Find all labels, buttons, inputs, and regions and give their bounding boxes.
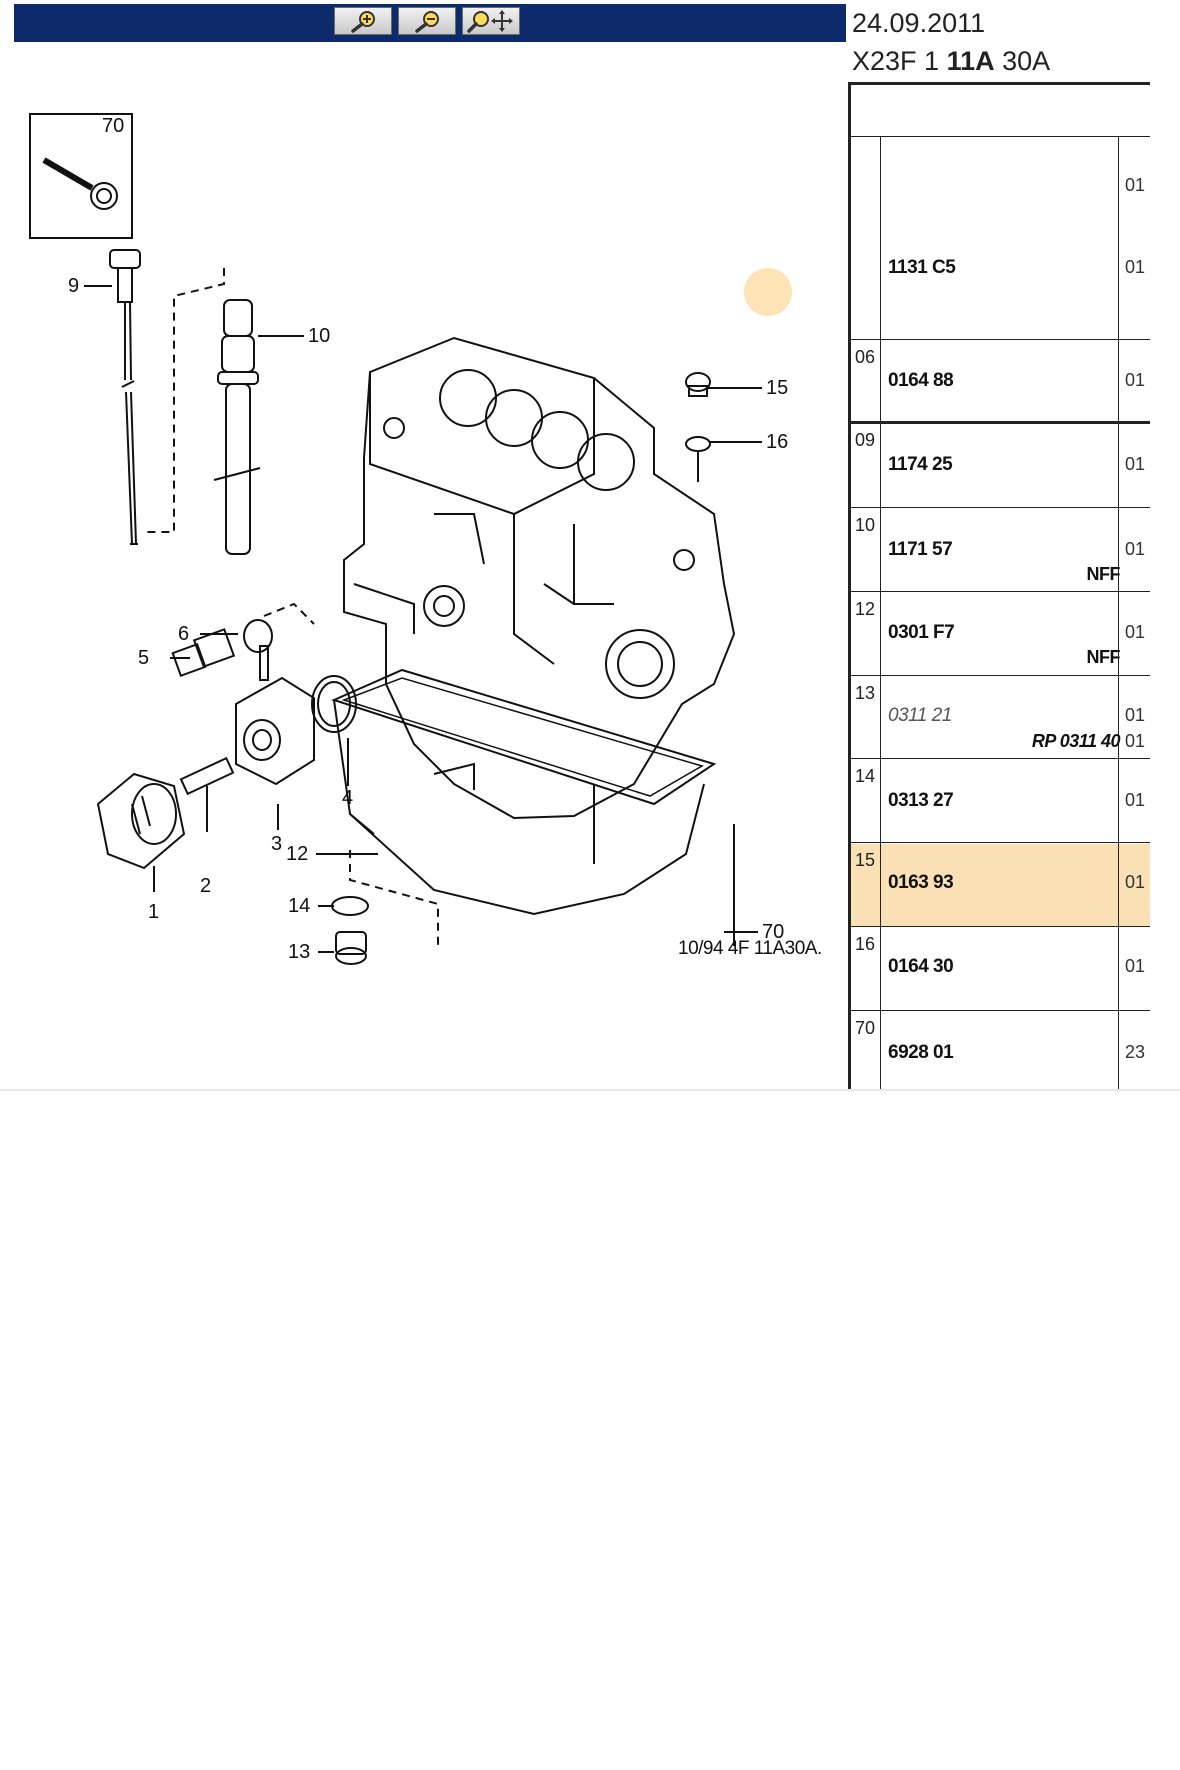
row-qty: 23: [1125, 1042, 1146, 1062]
callout-13: 13: [288, 941, 310, 963]
catalog-date: 24.09.2011: [852, 8, 986, 38]
row-ref: 15: [855, 850, 876, 870]
row-ref: 13: [855, 683, 876, 703]
row-ref: 12: [855, 599, 876, 619]
zoom-out-icon: [415, 11, 439, 33]
row-qty: 01: [1125, 370, 1146, 390]
dipstick: [109, 249, 141, 545]
row-qty: 01: [1125, 622, 1146, 642]
callout-4: 4: [342, 787, 353, 809]
row-qty: 01: [1125, 872, 1146, 892]
row-note: RP 0311 40: [1031, 731, 1121, 751]
oil-filter: [96, 772, 186, 870]
callout-14: 14: [288, 895, 310, 917]
row-qty: 01: [1125, 790, 1146, 810]
parts-list-pane: 24.09.2011 X23F 1 11A 30A 1131 C5 01 01 …: [848, 0, 1150, 1090]
cursor-marker: [744, 268, 792, 316]
code-prefix: X23F 1: [852, 46, 947, 76]
row-part-number[interactable]: 1131 C5: [888, 257, 956, 278]
row-ref: 06: [855, 347, 876, 367]
plug-15: [685, 372, 711, 482]
row-part-number[interactable]: 0313 27: [888, 790, 954, 811]
row-note: NFF: [1086, 647, 1121, 667]
code-bold: 11A: [946, 46, 995, 76]
callout-9: 9: [68, 275, 79, 297]
row-ref: 14: [855, 766, 876, 786]
drain-plug: [331, 896, 369, 965]
row-qty: 01: [1125, 705, 1146, 725]
code-suffix: 30A: [994, 46, 1051, 76]
callout-3: 3: [271, 833, 282, 855]
table-row[interactable]: 16 0164 30 01: [851, 928, 1150, 1011]
row-qty-2: 01: [1125, 257, 1146, 277]
table-row[interactable]: 09 1174 25 01: [851, 424, 1150, 508]
row-qty-2: 01: [1125, 731, 1146, 751]
table-row[interactable]: 14 0313 27 01: [851, 760, 1150, 843]
row-part-number[interactable]: 0164 30: [888, 956, 954, 977]
zoom-pan-button[interactable]: [462, 7, 520, 35]
row-part-number[interactable]: 0164 88: [888, 370, 954, 391]
table-row[interactable]: 12 0301 F7 01 NFF: [851, 593, 1150, 676]
callout-labels: 70 9 10 15 16 6 5 4 3 2 1 12 14 13 70: [68, 115, 788, 963]
catalog-code: X23F 1 11A 30A: [852, 46, 1050, 77]
ref-column-divider: [880, 136, 881, 1090]
callout-6: 6: [178, 623, 189, 645]
row-note: NFF: [1086, 564, 1121, 584]
callout-5: 5: [138, 647, 149, 669]
row-part-number[interactable]: 1171 57: [888, 539, 953, 560]
row-part-number[interactable]: 0311 21: [888, 705, 952, 726]
row-ref: 09: [855, 430, 876, 450]
row-part-number[interactable]: 6928 01: [888, 1042, 954, 1063]
callout-70: 70: [762, 921, 784, 943]
table-row[interactable]: 1131 C5 01 01: [851, 137, 1150, 340]
engine-block: [343, 336, 736, 820]
callout-70-inset: 70: [102, 115, 124, 137]
callout-10: 10: [308, 325, 330, 347]
table-row[interactable]: 70 6928 01 23: [851, 1012, 1150, 1090]
parts-catalog-window: 70 9 10 15 16 6 5 4 3 2 1 12 14 13 70 10…: [0, 0, 1150, 1090]
row-ref: 10: [855, 515, 876, 535]
callout-16: 16: [766, 431, 788, 453]
zoom-in-button[interactable]: [334, 7, 392, 35]
zoom-in-icon: [351, 11, 375, 33]
table-row[interactable]: 06 0164 88 01: [851, 341, 1150, 424]
header-divider: [848, 82, 1150, 85]
table-row-selected[interactable]: 15 0163 93 01: [851, 844, 1150, 927]
union-bolt: [179, 756, 235, 796]
diagram-pane: 70 9 10 15 16 6 5 4 3 2 1 12 14 13 70 10…: [0, 0, 846, 1090]
row-qty: 01: [1125, 175, 1146, 195]
blank-row-divider: [848, 136, 1150, 137]
diagram-caption: 10/94 4F 11A30A.: [678, 938, 822, 959]
zoom-pan-icon: [467, 10, 513, 33]
row-qty: 01: [1125, 454, 1146, 474]
row-ref: 70: [855, 1018, 876, 1038]
row-part-number[interactable]: 0301 F7: [888, 622, 955, 643]
content-bottom-edge: [0, 1089, 1180, 1091]
oil-cooler: [235, 645, 357, 786]
oil-pan: [331, 668, 717, 916]
callout-12: 12: [286, 843, 308, 865]
table-row[interactable]: 10 1171 57 01 NFF: [851, 509, 1150, 592]
qty-column-divider: [1118, 136, 1119, 1090]
zoom-out-button[interactable]: [398, 7, 456, 35]
callout-2: 2: [200, 875, 211, 897]
callout-15: 15: [766, 377, 788, 399]
screw-inset: [42, 157, 118, 210]
row-qty: 01: [1125, 956, 1146, 976]
row-qty: 01: [1125, 539, 1146, 559]
inset-box: [29, 113, 133, 239]
row-part-number[interactable]: 1174 25: [888, 454, 953, 475]
dipstick-tube: [213, 299, 261, 555]
row-part-number[interactable]: 0163 93: [888, 872, 954, 893]
zoom-toolbar: [14, 4, 846, 42]
callout-1: 1: [148, 901, 159, 923]
row-ref: 16: [855, 934, 876, 954]
table-row[interactable]: 13 0311 21 01 01 RP 0311 40: [851, 677, 1150, 759]
table-left-border: [848, 82, 851, 1090]
exploded-view-diagram[interactable]: 70 9 10 15 16 6 5 4 3 2 1 12 14 13 70 10…: [14, 44, 846, 1090]
